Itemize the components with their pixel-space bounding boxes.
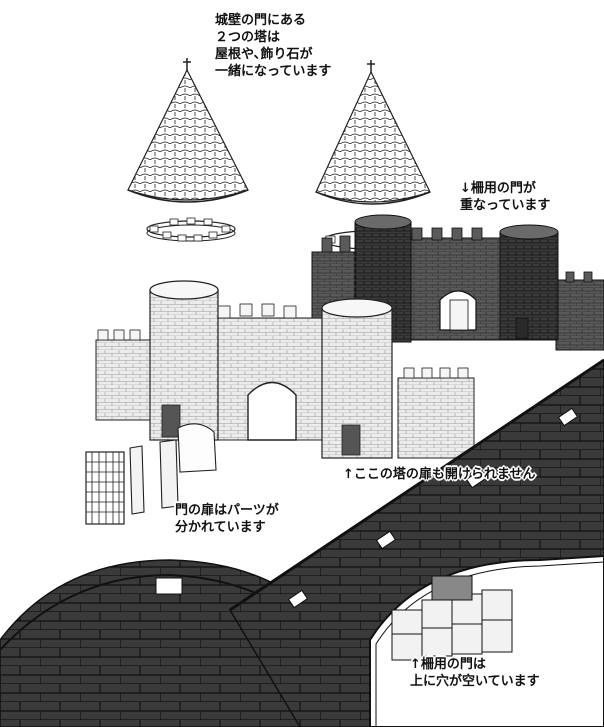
- light-castle: [95, 280, 475, 459]
- caption-line: 屋根や､飾り石が: [215, 47, 313, 62]
- caption-line: 門の扉はパーツが: [175, 503, 279, 518]
- caption-line: ２つの塔は: [215, 30, 281, 45]
- caption-portcullis-hole: ↑柵用の門は 上に穴が空いています: [410, 656, 540, 690]
- caption-towers: 城壁の門にある ２つの塔は 屋根や､飾り石が 一緒になっています: [215, 12, 331, 80]
- merlon-ring-left: [146, 217, 236, 242]
- caption-line: 分かれています: [175, 520, 266, 535]
- caption-line: 一緒になっています: [215, 64, 332, 79]
- caption-gate-doors: 門の扉はパーツが 分かれています: [175, 502, 279, 536]
- caption-portcullis-overlap: ↓柵用の門が 重なっています: [460, 180, 550, 214]
- foreground-tower: [0, 559, 301, 727]
- caption-line: ↑柵用の門は: [410, 657, 486, 672]
- caption-line: ↑ここの塔の扉も開けられません: [343, 467, 536, 482]
- roof-left: [127, 58, 249, 203]
- caption-tower-door: ↑ここの塔の扉も開けられません: [343, 466, 536, 483]
- caption-line: 上に穴が空いています: [410, 674, 540, 689]
- caption-line: 重なっています: [460, 198, 551, 213]
- roof-right: [315, 60, 431, 205]
- foreground-wall: [228, 358, 604, 727]
- door-parts: [85, 423, 217, 525]
- caption-line: ↓柵用の門が: [460, 181, 536, 196]
- portcullis-grid: [85, 451, 125, 525]
- caption-line: 城壁の門にある: [215, 13, 307, 28]
